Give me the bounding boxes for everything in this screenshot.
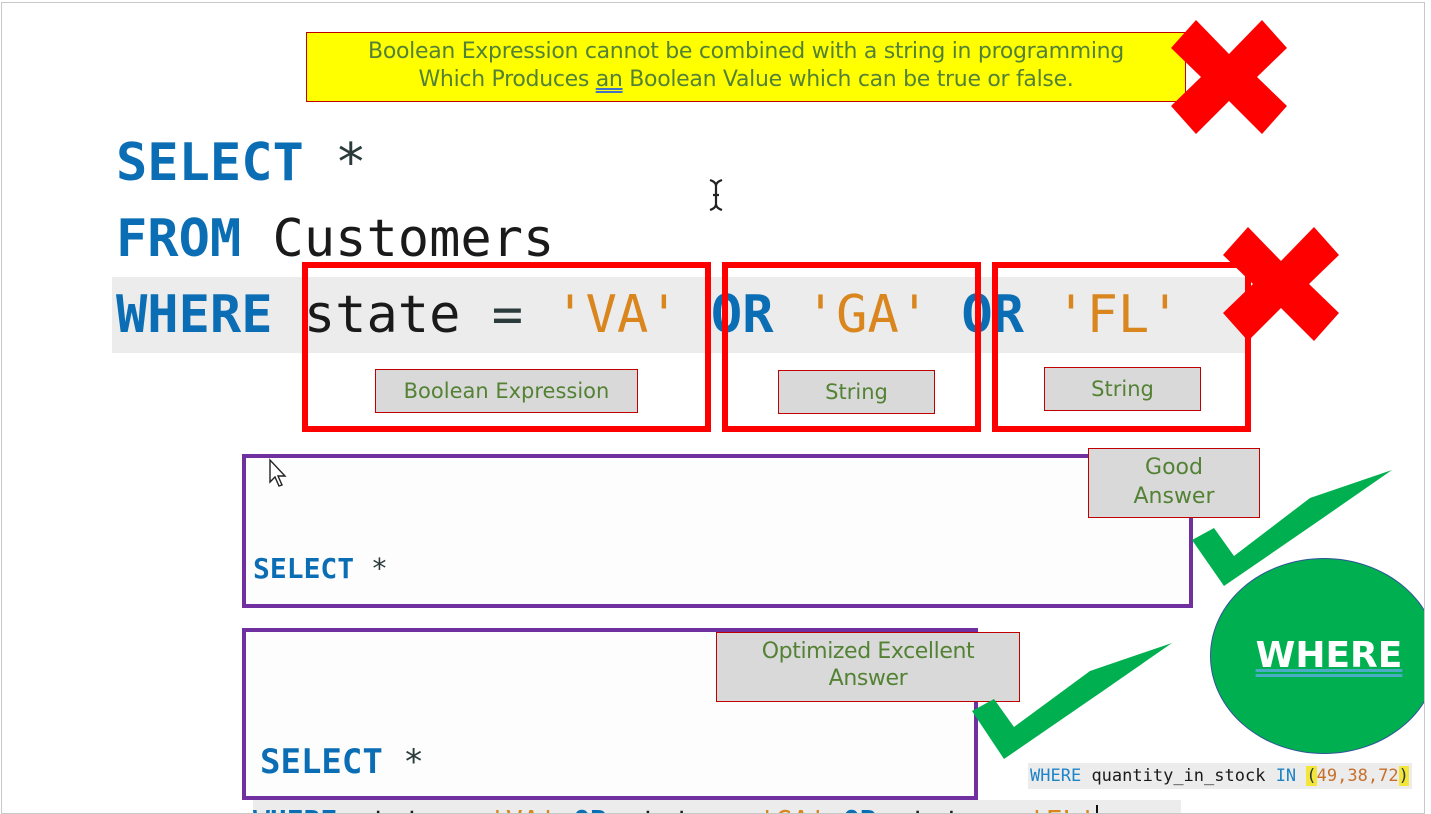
equals-operator: =: [491, 285, 524, 345]
column-name: state: [303, 285, 461, 345]
code-line-select: SELECT *: [253, 548, 1181, 590]
example-in-query: WHERE quantity_in_stock IN (49,38,72): [1028, 763, 1412, 789]
optimized-answer-label-line-2: Answer: [828, 666, 908, 691]
string-literal: 'GA': [804, 285, 931, 345]
keyword-select: SELECT: [253, 552, 355, 585]
keyword-in: IN: [1275, 766, 1297, 786]
where-badge-ellipse: [1210, 558, 1424, 754]
close-paren: ): [1398, 766, 1409, 786]
string-label-1: String: [778, 370, 935, 414]
arrow-cursor-icon: [269, 458, 287, 487]
banner-underlined-word: an: [595, 67, 623, 92]
where-badge-text: WHERE: [1255, 635, 1403, 676]
optimized-answer-label: Optimized Excellent Answer: [716, 632, 1020, 702]
column-name: quantity_in_stock: [1091, 766, 1266, 786]
good-answer-label: Good Answer: [1088, 448, 1260, 518]
cross-icon: [1171, 20, 1287, 134]
code-line-select: SELECT *: [116, 125, 1251, 201]
string-literal: 'FL': [1055, 285, 1181, 345]
boolean-expression-box: [302, 262, 711, 432]
banner-line-2: Which Produces an Boolean Value which ca…: [307, 66, 1185, 94]
good-answer-label-line-2: Answer: [1133, 484, 1215, 509]
string-box-2: [992, 262, 1251, 432]
good-answer-box: SELECT * FROM Customers WHERE state = 'V…: [242, 454, 1193, 813]
string-label-2: String: [1044, 367, 1201, 411]
star-operator: *: [403, 742, 424, 782]
code-line-select: SELECT *: [260, 738, 966, 787]
keyword-from: FROM: [116, 209, 242, 269]
optimized-query-code: SELECT * FROM Customers WHERE state IN (…: [260, 640, 966, 813]
code-line-from: FROM Customers: [116, 201, 1251, 277]
numeric-values: 49,38,72: [1316, 766, 1399, 786]
boolean-expression-label: Boolean Expression: [375, 369, 638, 413]
keyword-select: SELECT: [260, 742, 383, 782]
keyword-where: WHERE: [116, 285, 273, 345]
warning-banner: Boolean Expression cannot be combined wi…: [306, 32, 1186, 102]
keyword-select: SELECT: [116, 133, 304, 193]
banner-text: Boolean Value which can be true or false…: [622, 67, 1074, 92]
optimized-answer-label-line-1: Optimized Excellent: [761, 639, 975, 664]
keyword-where: WHERE: [1030, 766, 1082, 786]
banner-text: Which Produces: [418, 67, 596, 92]
cross-icon: [1223, 227, 1339, 341]
keyword-or: OR: [710, 285, 774, 345]
check-icon: [1192, 470, 1392, 586]
code-line-where: WHERE state = 'VA' OR 'GA' OR 'FL': [112, 277, 1251, 353]
table-name: Customers: [272, 209, 555, 269]
incorrect-query-code: SELECT * FROM Customers WHERE state = 'V…: [112, 125, 1251, 353]
string-literal: 'VA': [554, 285, 680, 345]
i-beam-cursor-icon: [709, 178, 723, 212]
star-operator: *: [335, 133, 367, 193]
good-answer-label-line-1: Good: [1145, 455, 1203, 480]
star-operator: *: [371, 552, 388, 585]
string-box-1: [722, 262, 981, 432]
check-icon: [972, 643, 1172, 759]
open-paren: (: [1306, 766, 1317, 786]
banner-line-1: Boolean Expression cannot be combined wi…: [368, 39, 1124, 64]
text-caret: [1095, 805, 1098, 813]
